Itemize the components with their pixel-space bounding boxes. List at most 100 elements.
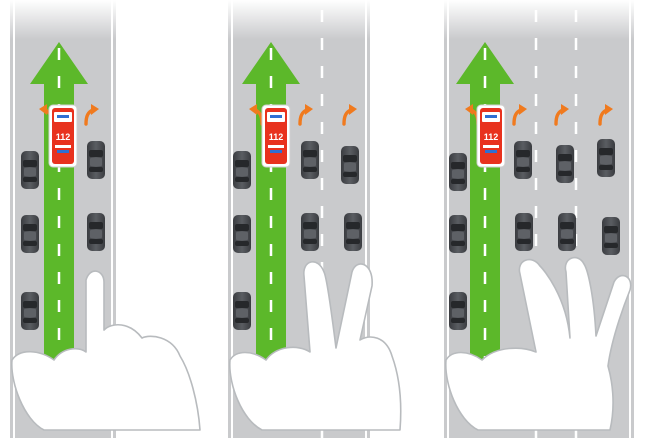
car-rear-window: [235, 177, 249, 182]
car-rear-window: [235, 318, 249, 323]
car-icon: [341, 146, 359, 184]
car-rear-window: [23, 318, 37, 323]
car-windshield: [23, 160, 37, 167]
car-roof: [559, 162, 571, 170]
car-icon: [21, 292, 39, 330]
ambulance-label: 112: [484, 132, 499, 142]
ambulance-light-bar: [485, 115, 497, 118]
car-roof: [517, 158, 529, 166]
car-roof: [236, 168, 248, 176]
panel-three-lanes: 112: [228, 0, 401, 438]
ambulance-stripe: [55, 145, 71, 148]
car-roof: [24, 309, 36, 317]
car-roof: [600, 156, 612, 164]
ambulance-icon: 112: [477, 105, 505, 167]
car-rear-window: [303, 239, 317, 244]
car-rear-window: [451, 179, 465, 184]
car-roof: [518, 230, 530, 238]
car-windshield: [89, 222, 103, 229]
car-icon: [87, 213, 105, 251]
car-roof: [452, 232, 464, 240]
car-roof: [561, 230, 573, 238]
car-windshield: [451, 224, 465, 231]
car-rear-window: [558, 171, 572, 176]
car-windshield: [599, 148, 613, 155]
panel-four-lanes: 112: [444, 0, 634, 438]
car-roof: [90, 158, 102, 166]
car-rear-window: [303, 167, 317, 172]
ambulance-rear-light: [485, 150, 497, 153]
car-roof: [236, 232, 248, 240]
car-icon: [301, 213, 319, 251]
car-rear-window: [451, 241, 465, 246]
car-roof: [24, 232, 36, 240]
ambulance-icon: 112: [49, 105, 77, 167]
car-roof: [452, 170, 464, 178]
car-rear-window: [517, 239, 531, 244]
car-windshield: [235, 301, 249, 308]
ambulance-label: 112: [269, 132, 284, 142]
ambulance-icon: 112: [262, 105, 290, 167]
panel-two-lanes: 112: [10, 0, 200, 438]
car-rear-window: [23, 241, 37, 246]
car-icon: [449, 153, 467, 191]
car-roof: [304, 230, 316, 238]
ambulance-rear-light: [57, 150, 69, 153]
car-icon: [233, 215, 251, 253]
car-icon: [556, 145, 574, 183]
car-windshield: [343, 155, 357, 162]
car-roof: [24, 168, 36, 176]
ambulance-stripe: [483, 145, 499, 148]
car-icon: [558, 213, 576, 251]
car-windshield: [89, 150, 103, 157]
car-windshield: [516, 150, 530, 157]
car-windshield: [23, 224, 37, 231]
car-roof: [344, 163, 356, 171]
car-icon: [602, 217, 620, 255]
car-icon: [21, 151, 39, 189]
car-windshield: [560, 222, 574, 229]
car-rear-window: [451, 318, 465, 323]
car-roof: [452, 309, 464, 317]
car-icon: [21, 215, 39, 253]
car-rear-window: [89, 239, 103, 244]
car-roof: [236, 309, 248, 317]
car-windshield: [23, 301, 37, 308]
car-icon: [87, 141, 105, 179]
car-rear-window: [599, 165, 613, 170]
car-icon: [514, 141, 532, 179]
car-roof: [90, 230, 102, 238]
car-icon: [597, 139, 615, 177]
car-icon: [449, 215, 467, 253]
car-rear-window: [235, 241, 249, 246]
car-windshield: [517, 222, 531, 229]
car-icon: [233, 151, 251, 189]
car-rear-window: [346, 239, 360, 244]
car-roof: [304, 158, 316, 166]
car-roof: [347, 230, 359, 238]
car-rear-window: [516, 167, 530, 172]
car-rear-window: [604, 243, 618, 248]
car-icon: [233, 292, 251, 330]
ambulance-stripe: [268, 145, 284, 148]
car-windshield: [558, 154, 572, 161]
ambulance-light-bar: [57, 115, 69, 118]
ambulance-rear-light: [270, 150, 282, 153]
ambulance-label: 112: [56, 132, 71, 142]
car-icon: [301, 141, 319, 179]
car-windshield: [346, 222, 360, 229]
ambulance-light-bar: [270, 115, 282, 118]
car-icon: [515, 213, 533, 251]
car-windshield: [303, 222, 317, 229]
car-icon: [344, 213, 362, 251]
car-roof: [605, 234, 617, 242]
car-rear-window: [89, 167, 103, 172]
panels: 112 112 112: [10, 0, 634, 438]
car-windshield: [235, 224, 249, 231]
car-rear-window: [560, 239, 574, 244]
car-windshield: [604, 226, 618, 233]
car-windshield: [235, 160, 249, 167]
car-rear-window: [343, 172, 357, 177]
